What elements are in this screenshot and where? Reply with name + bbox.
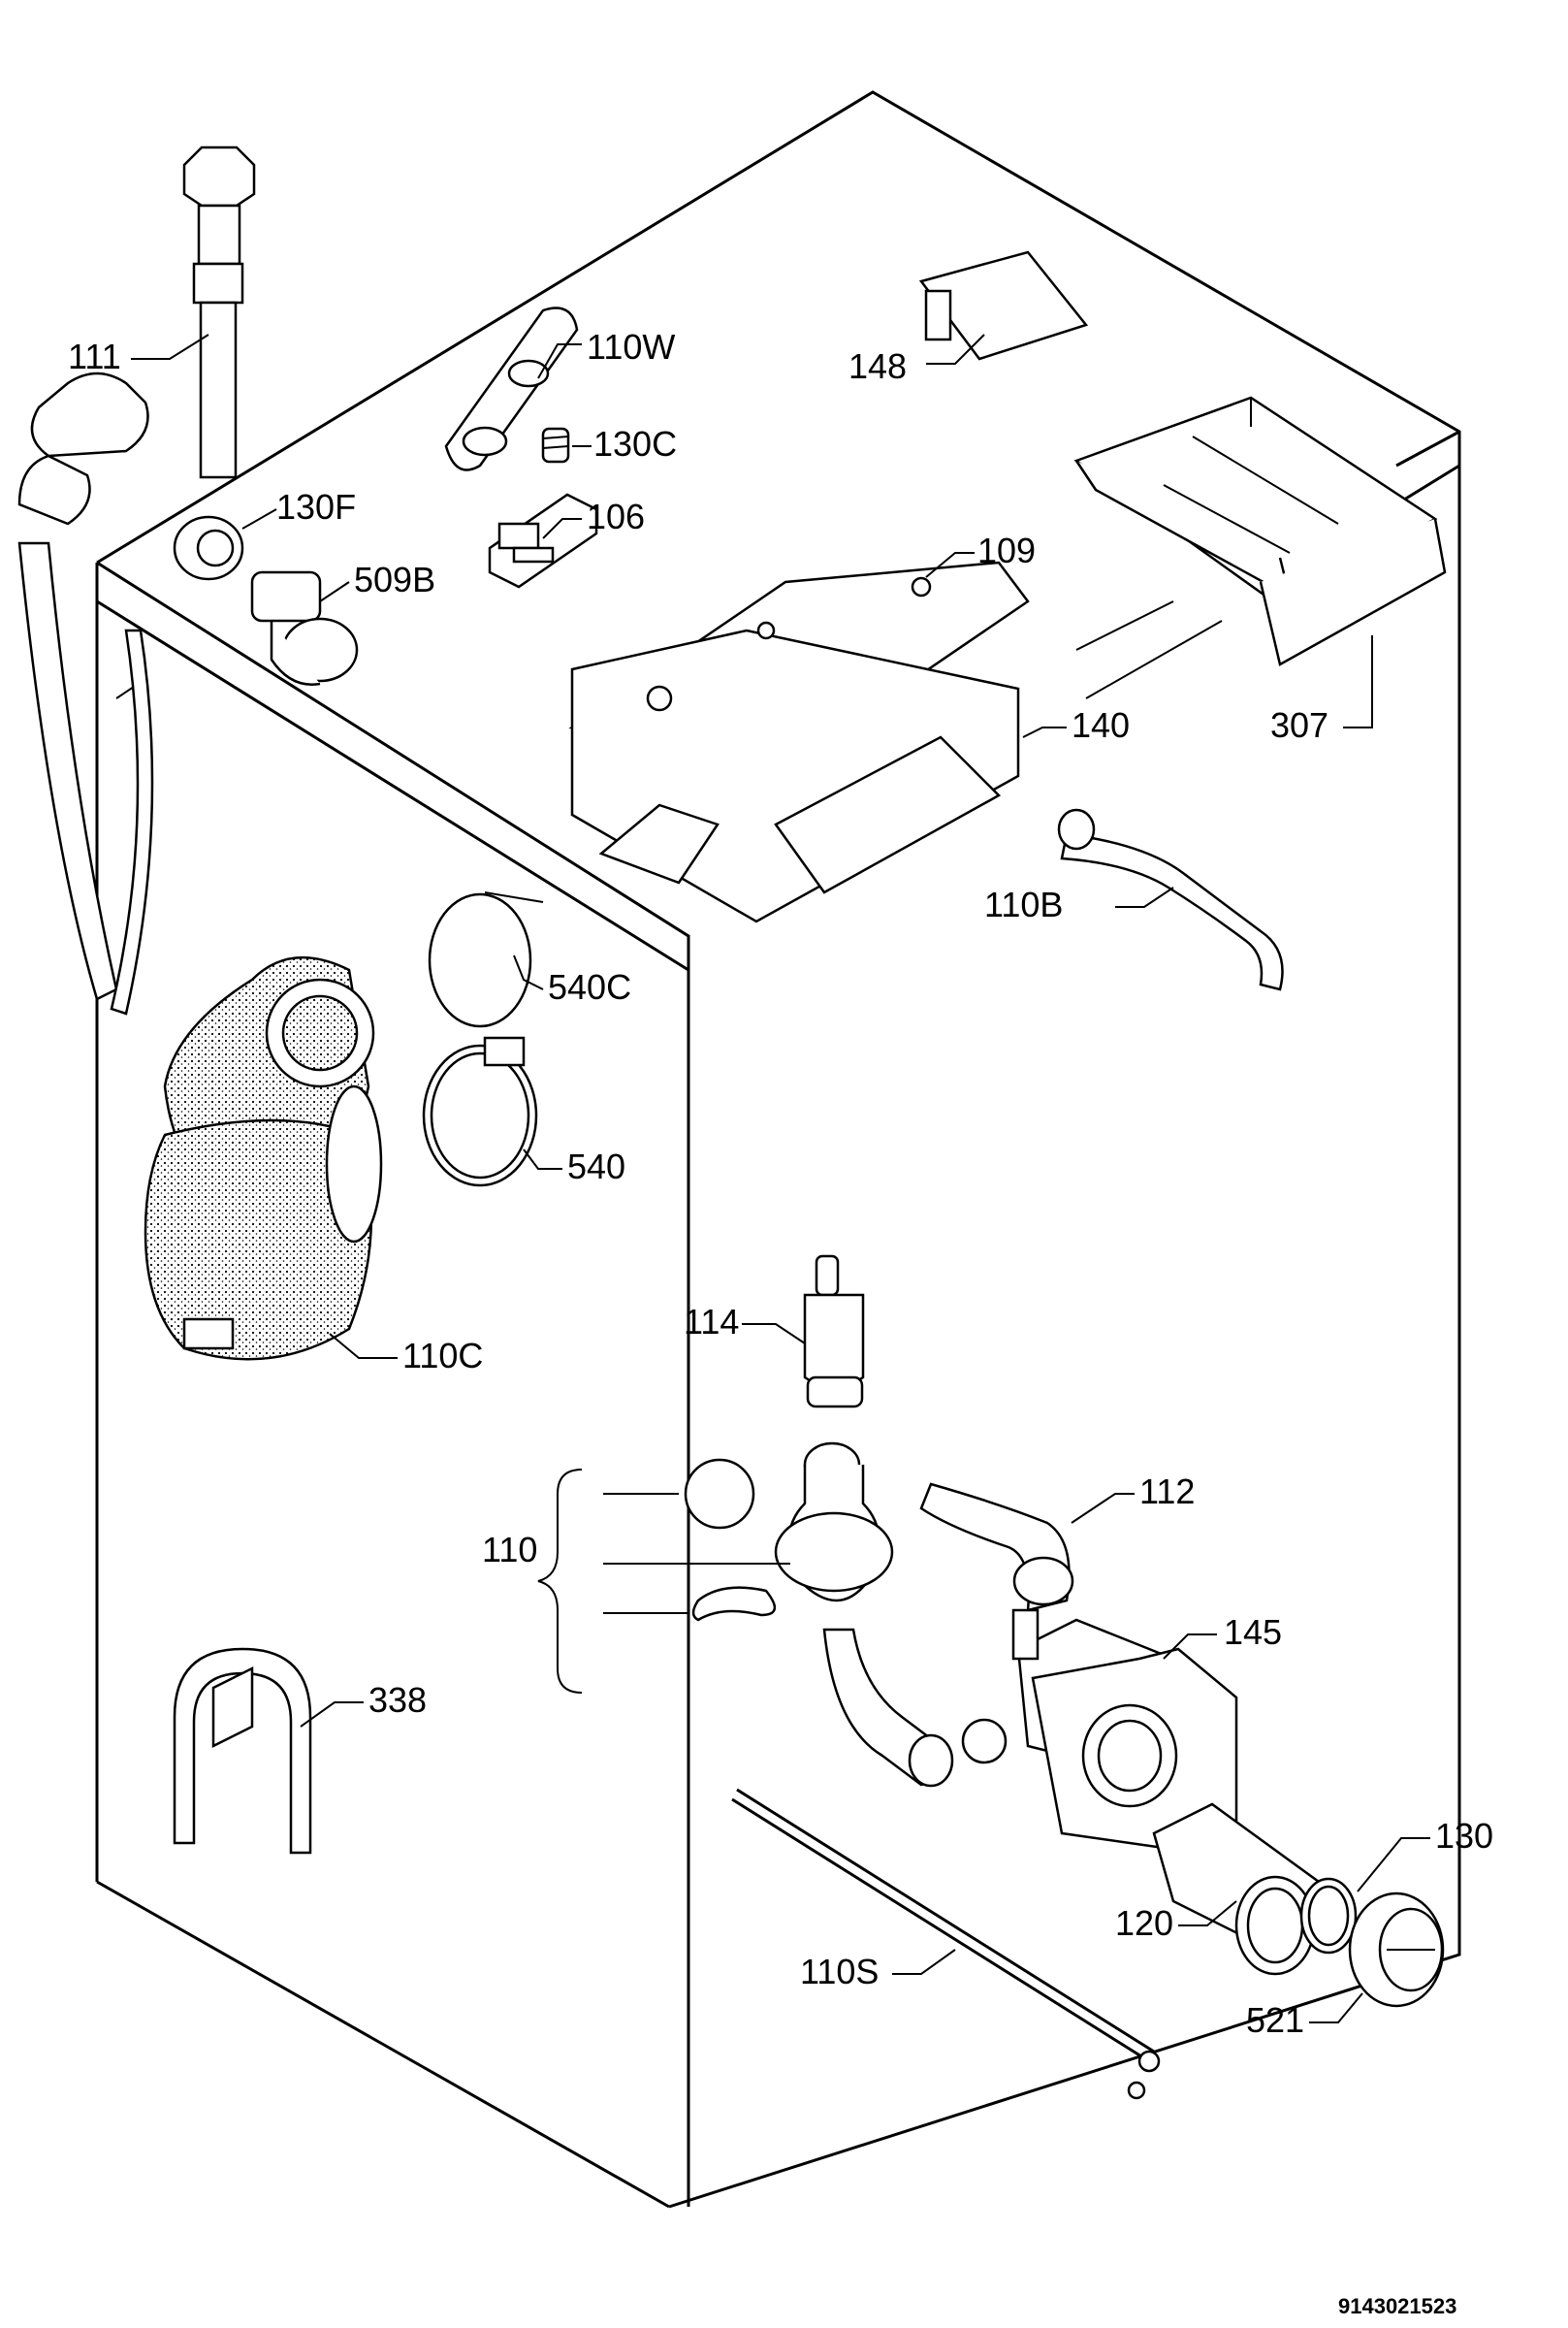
clamp-540 [422,1036,538,1187]
filter-cap-521 [1348,1892,1445,2008]
dispenser-housing-140 [570,621,1020,923]
label-106: 106 [587,497,645,536]
detergent-drawer-307 [1073,396,1447,666]
label-338: 338 [368,1680,427,1720]
switch-106 [488,493,598,589]
label-114: 114 [684,1302,739,1342]
clip-338 [173,1647,312,1855]
spring-130c [541,427,570,464]
label-307: 307 [1270,705,1328,745]
label-111: 111 [68,337,121,376]
bellows-110c [144,955,383,1361]
label-110b: 110B [984,885,1063,924]
label-112: 112 [1139,1471,1195,1511]
part-114 [803,1254,865,1408]
inlet-hose-111 [17,146,256,1016]
label-521: 521 [1246,2000,1304,2040]
part-labels: 111 110W 148 130C 130F 106 509B 109 140 … [68,327,1493,2040]
part-148 [918,250,1089,361]
label-130f: 130F [276,487,356,527]
label-110c: 110C [402,1336,483,1375]
hose-110w [444,307,579,471]
clamp-540c [428,891,544,1028]
label-110s: 110S [800,1952,879,1991]
label-540: 540 [567,1147,625,1186]
sump-group-110 [684,1441,954,1788]
cabinet-outline [95,90,1461,2209]
o-ring-130 [1299,1877,1358,1955]
hose-112 [919,1482,1074,1612]
elbow-509b [250,570,359,686]
label-130c: 130C [593,424,677,464]
label-120: 120 [1115,1903,1173,1943]
label-145: 145 [1224,1612,1282,1652]
hose-110b [1057,808,1284,991]
label-148: 148 [848,346,907,386]
label-110w: 110W [587,327,675,367]
document-number: 9143021523 [1338,2294,1456,2318]
pump-145 [961,1608,1238,1855]
label-130: 130 [1435,1816,1493,1856]
label-140: 140 [1072,705,1130,745]
filter-120 [1152,1802,1321,1976]
label-110: 110 [482,1530,537,1569]
label-509b: 509B [354,560,435,599]
seal-130f [173,515,244,581]
leader-lines [131,334,1430,2023]
rod-110s [731,1788,1161,2100]
label-540c: 540C [548,967,631,1007]
label-109: 109 [977,531,1036,570]
